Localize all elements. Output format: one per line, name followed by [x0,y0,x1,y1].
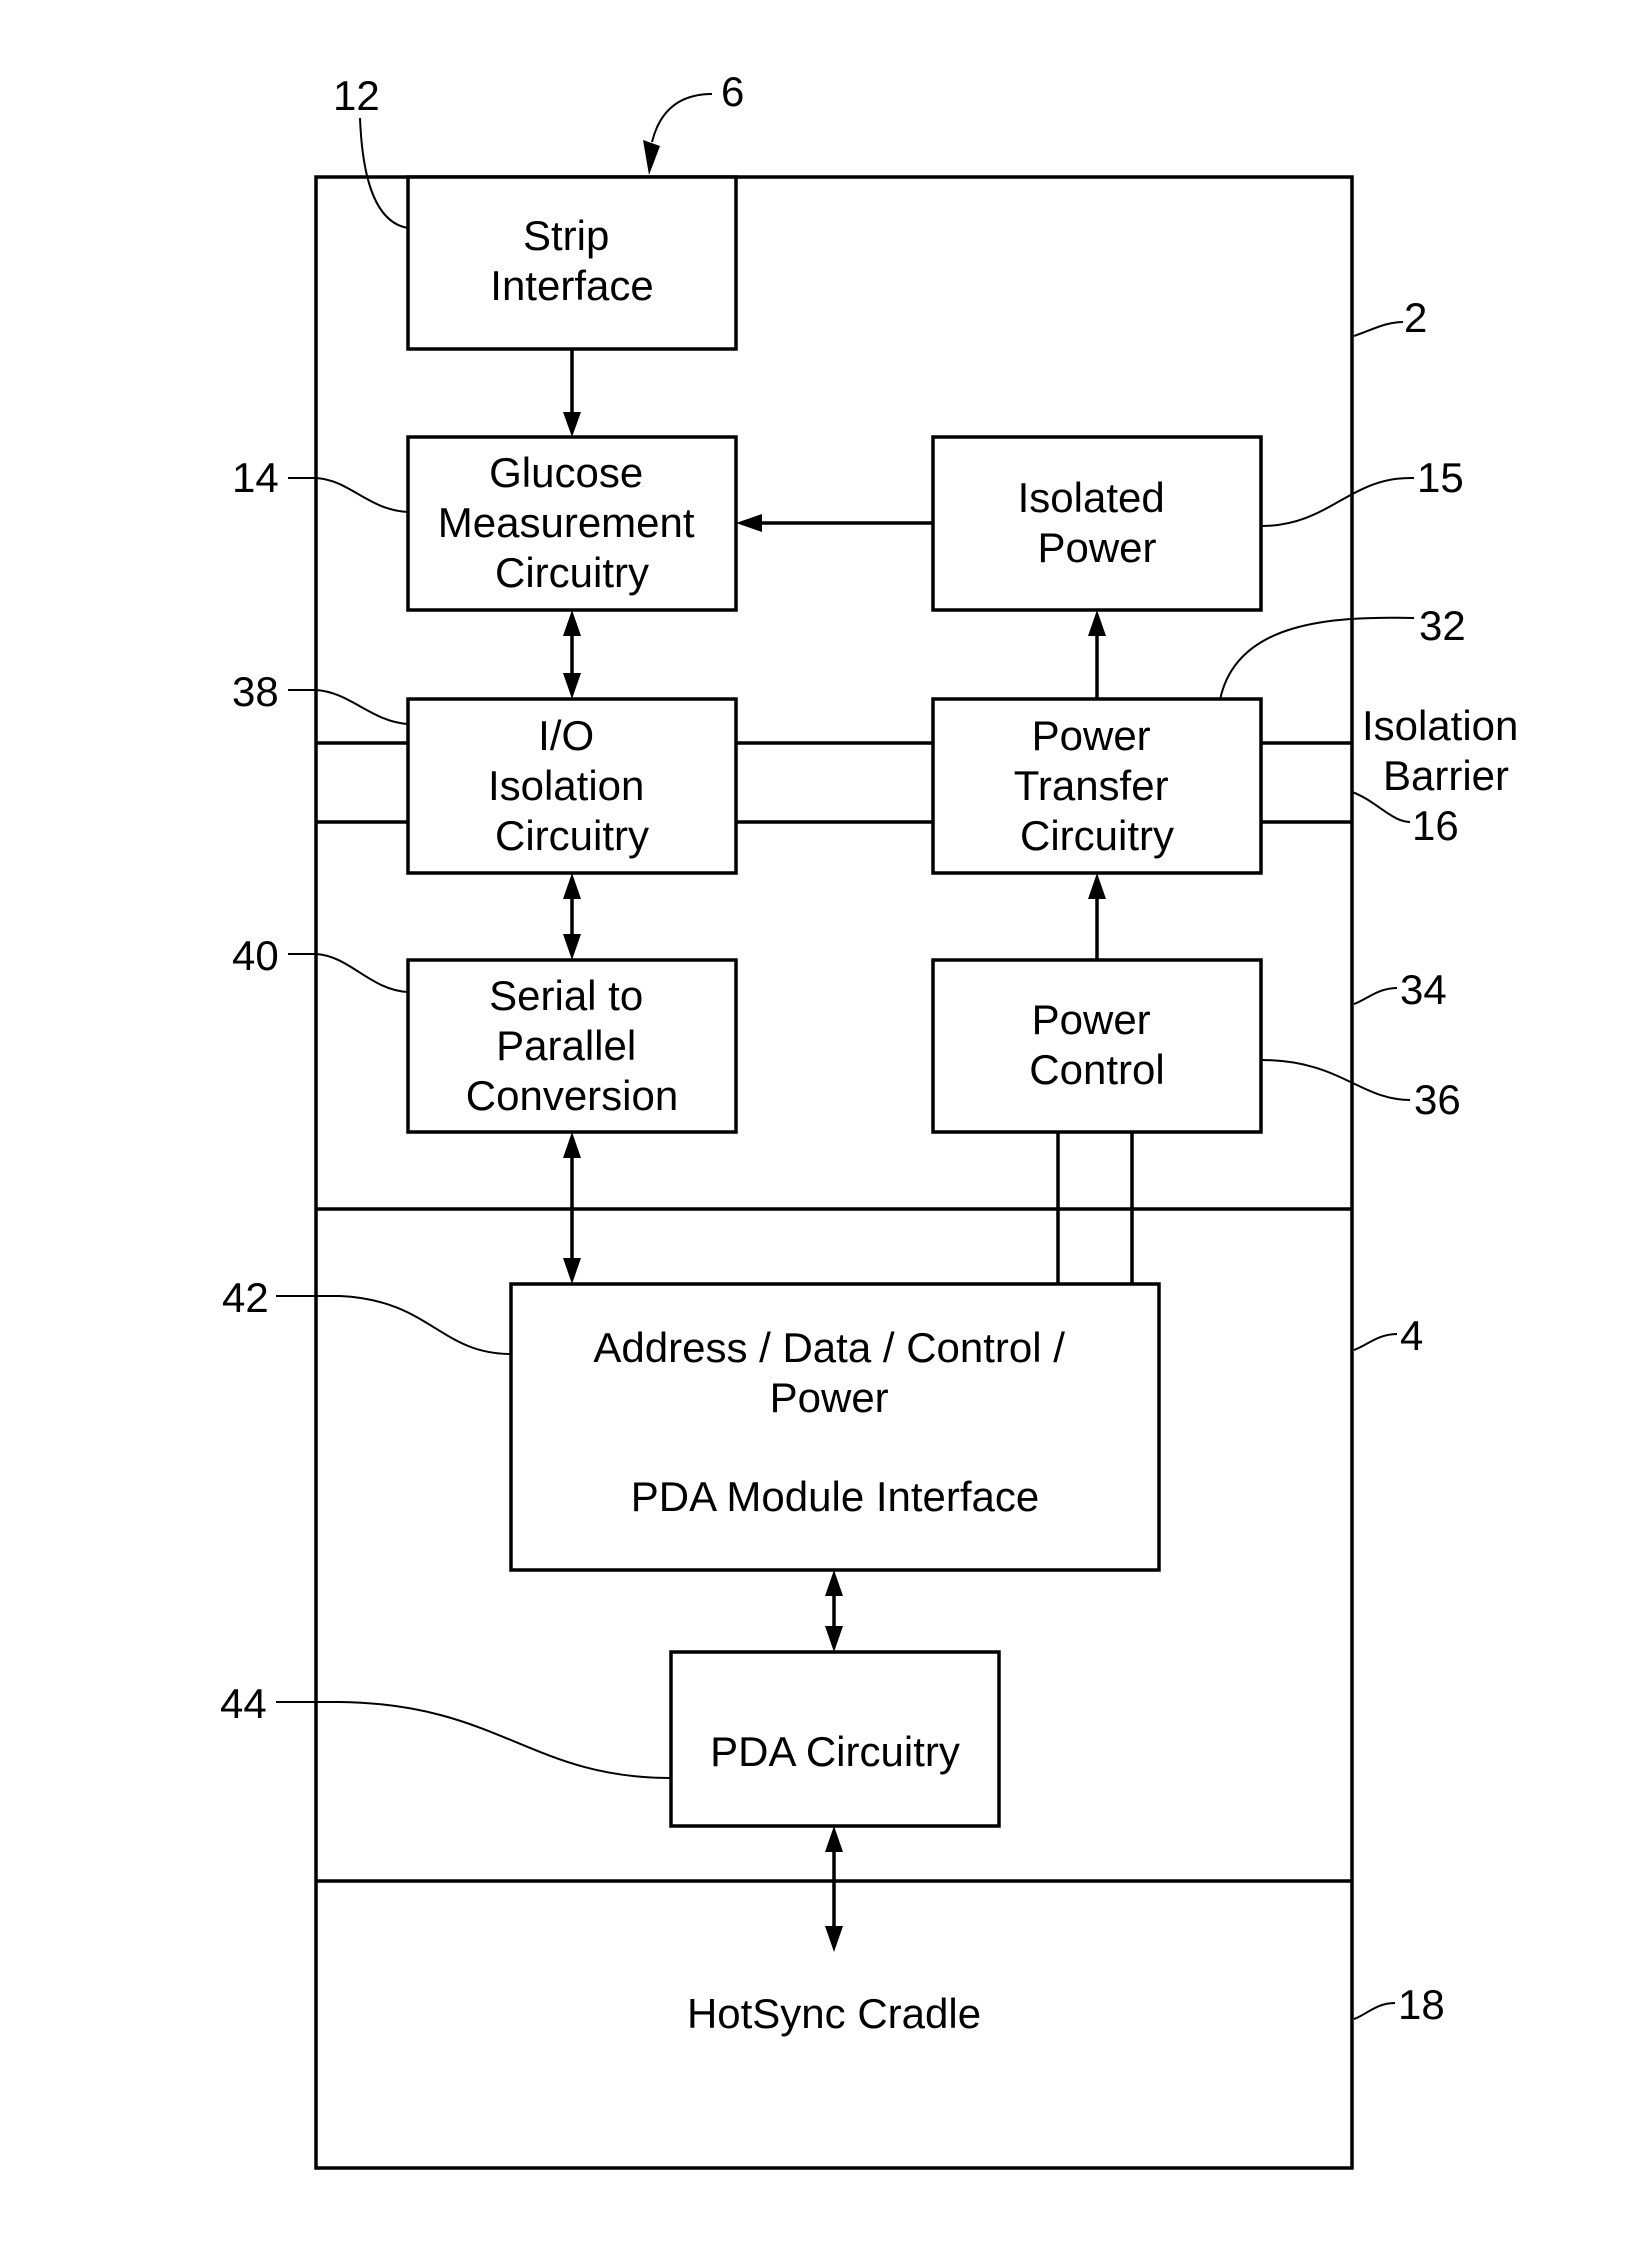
ref-40: 40 [232,932,279,979]
ref-2-leader [1354,322,1403,336]
ref-42: 42 [222,1274,269,1321]
ref-15: 15 [1417,454,1464,501]
isolation-barrier-label: Isolation Barrier [1362,702,1530,799]
ref-12-leader [360,118,408,228]
ref-6-leader [652,94,712,142]
ref-32: 32 [1419,602,1466,649]
hotsync-cradle-label: HotSync Cradle [687,1990,981,2037]
arrowhead [1088,610,1106,636]
arrowhead [825,1926,843,1952]
ref-34: 34 [1400,966,1447,1013]
ref-44-leader [276,1702,671,1778]
arrowhead [1088,873,1106,899]
ref-18-leader [1354,2003,1395,2019]
ref-40-leader [288,954,408,992]
ref-38-leader [288,690,408,724]
power-transfer-label: Power Transfer Circuitry [1014,712,1181,859]
arrowhead [643,140,660,175]
ref-36: 36 [1414,1076,1461,1123]
arrowhead [563,1132,581,1158]
ref-14: 14 [232,454,279,501]
ref-15-leader [1261,478,1414,526]
ref-34-leader [1354,988,1397,1004]
ref-44: 44 [220,1680,267,1727]
ref-4-leader [1354,1334,1397,1350]
arrowhead [825,1626,843,1652]
ref-16: 16 [1412,802,1459,849]
ref-42-leader [276,1296,511,1354]
arrowhead [563,610,581,636]
arrowhead [563,934,581,960]
serial-to-parallel-label: Serial to Parallel Conversion [466,972,678,1119]
ref-18: 18 [1398,1981,1445,2028]
ref-14-leader [288,478,408,512]
ref-36-leader [1261,1060,1410,1100]
arrowhead [563,1258,581,1284]
arrowhead [825,1570,843,1596]
arrowhead [563,673,581,699]
ref-32-leader [1220,618,1414,700]
ref-6: 6 [721,68,744,115]
arrowhead [736,514,762,532]
ref-2: 2 [1404,294,1427,341]
ref-12: 12 [333,72,380,119]
arrowhead [563,412,581,437]
ref-38: 38 [232,668,279,715]
ref-4: 4 [1400,1312,1423,1359]
arrowhead [563,873,581,899]
pda-circuitry-label: PDA Circuitry [710,1728,960,1775]
arrowhead [825,1826,843,1852]
